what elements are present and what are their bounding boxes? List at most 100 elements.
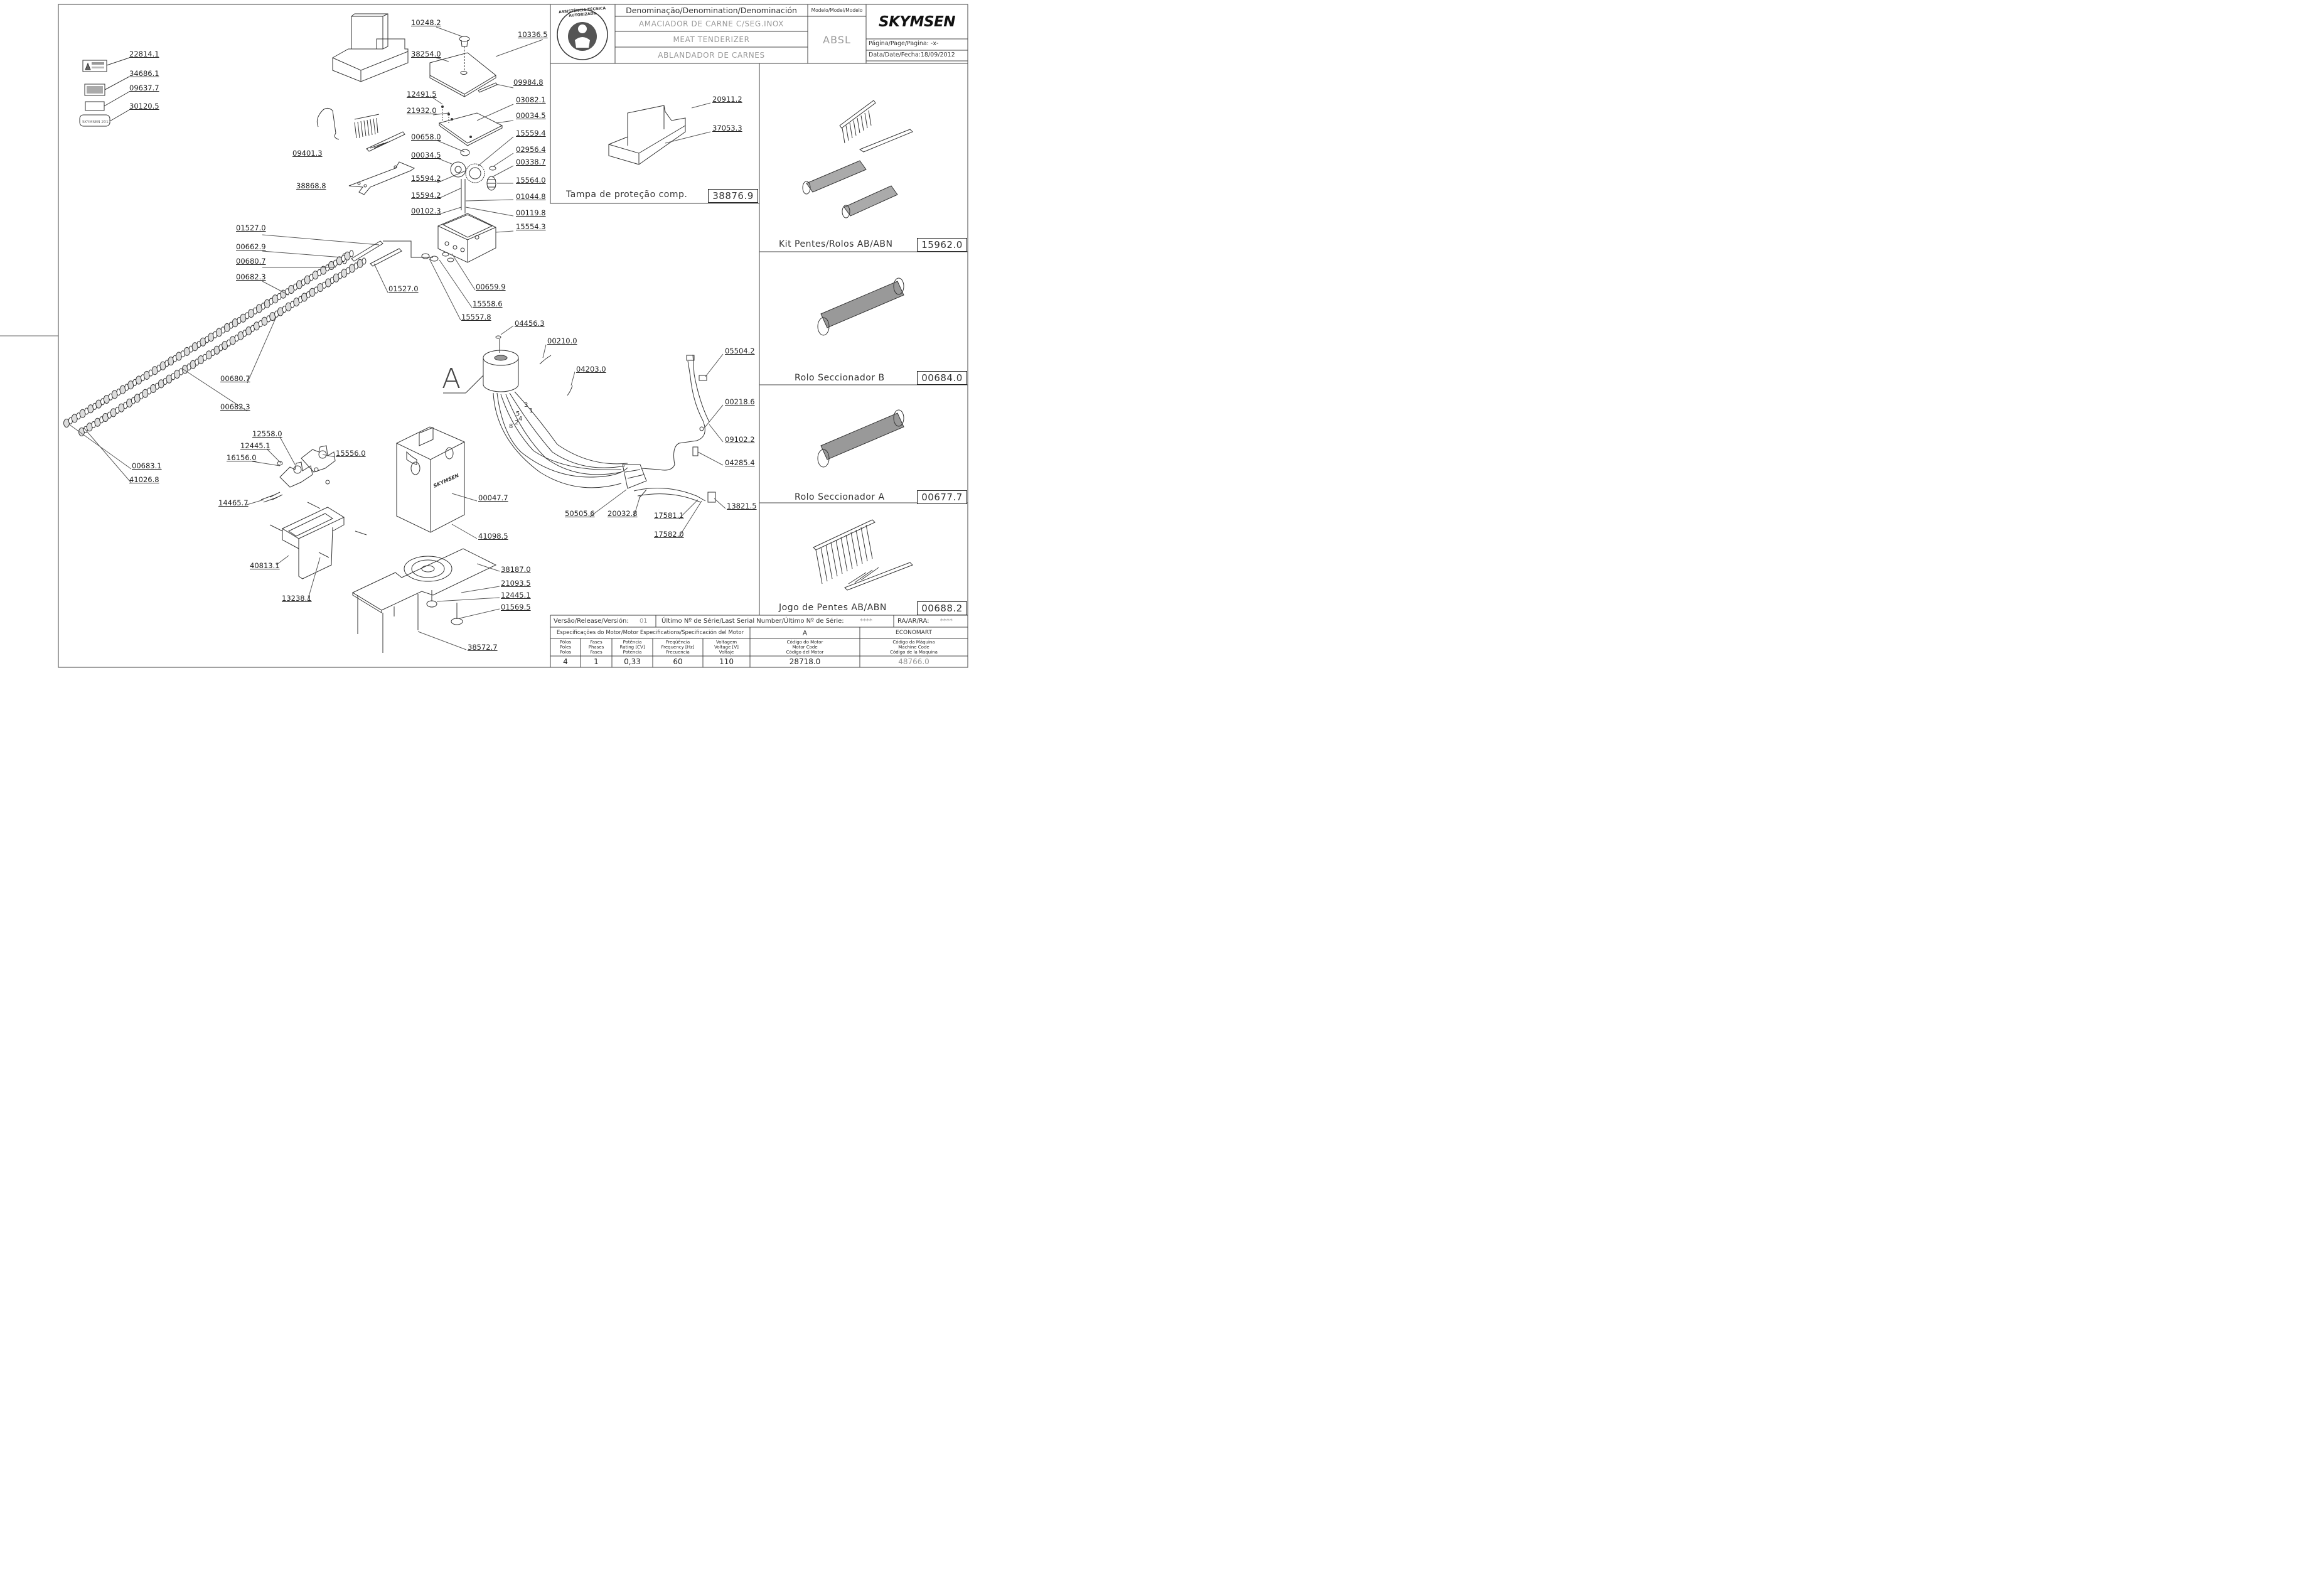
part-label: 01569.5	[501, 603, 531, 611]
part-label: 00102.3	[411, 207, 441, 215]
part-label: 21932.0	[407, 106, 437, 115]
wire-number: 4	[518, 416, 523, 422]
inset-code-roller-a: 00677.7	[917, 490, 967, 504]
bearing-holders	[260, 445, 336, 503]
client-name: ECONOMART	[896, 630, 932, 636]
inset-comb-set	[813, 519, 913, 591]
wire-number: 2	[515, 419, 519, 426]
value-motor-code: 28718.0	[789, 657, 821, 666]
mounting-plate	[438, 105, 503, 146]
motor-reference-marker	[443, 375, 484, 394]
part-label: 00662.9	[236, 242, 266, 251]
part-label: 12558.0	[252, 429, 282, 438]
wire-number: 1	[529, 407, 533, 414]
wire-number: 3	[524, 402, 528, 409]
part-label: 04456.3	[515, 319, 545, 328]
ra-label: RA/AR/RA:	[897, 618, 929, 625]
part-label: 00119.8	[516, 208, 546, 217]
part-label: 01527.0	[388, 284, 419, 293]
part-label: 40813.1	[250, 561, 280, 570]
part-label: 04203.0	[576, 365, 606, 374]
title-block-frame	[550, 4, 968, 64]
svg-text:SKYMSEN: SKYMSEN	[432, 473, 460, 489]
inset-frames	[550, 63, 968, 615]
label-stickers: SKYMSEN 2011	[79, 57, 130, 127]
part-label: 09102.2	[725, 435, 755, 444]
serial-label: Último Nº de Série/Last Serial Number/Úl…	[661, 618, 844, 625]
value-machine-code: 48766.0	[898, 657, 929, 666]
part-label: 37053.3	[712, 124, 742, 132]
motor-wires	[493, 391, 628, 488]
inset-code-cover: 38876.9	[708, 189, 758, 203]
part-label: 00658.0	[411, 132, 441, 141]
gearbox-housing	[437, 213, 496, 263]
part-label: 12445.1	[240, 441, 270, 450]
washer	[349, 250, 354, 257]
top-cover-part	[332, 13, 409, 82]
ra-field: RA/AR/RA: ****	[897, 618, 953, 625]
ra-value: ****	[940, 618, 953, 625]
brand-logo: SKYMSEN	[879, 13, 955, 30]
part-label: 10248.2	[411, 18, 441, 27]
support-bracket	[269, 502, 367, 579]
page-label: Página/Page/Pagina:	[869, 40, 929, 47]
part-label: 13821.5	[727, 502, 757, 510]
part-label: 38254.0	[411, 50, 441, 58]
inset-code-roller-b: 00684.0	[917, 371, 967, 385]
part-label: 20032.8	[608, 509, 638, 518]
part-label: 15559.4	[516, 129, 546, 137]
part-label: 17581.1	[654, 511, 684, 520]
inset-roller-a	[817, 409, 904, 468]
value-rating: 0,33	[624, 657, 641, 666]
footer-table-frame	[550, 615, 968, 667]
part-label: 15558.6	[473, 299, 503, 308]
part-label: 41026.8	[129, 475, 159, 484]
part-label: 01044.8	[516, 192, 546, 201]
value-phases: 1	[594, 657, 599, 666]
inset-caption-roller-b: Rolo Seccionador B	[795, 373, 885, 383]
part-label: 15594.2	[411, 191, 441, 200]
date-value: 18/09/2012	[920, 51, 955, 58]
part-label: 02956.4	[516, 145, 546, 154]
inset-kit	[802, 100, 913, 218]
power-cord	[622, 354, 716, 503]
part-label: 15556.0	[336, 449, 366, 458]
part-label: 38187.0	[501, 565, 531, 574]
roller-shaft-lower	[78, 257, 367, 436]
part-label: 00047.7	[478, 493, 508, 502]
part-label: 00682.3	[220, 402, 250, 411]
page-value: -x-	[930, 40, 939, 47]
inset-caption-comb-set: Jogo de Pentes AB/ABN	[779, 603, 887, 613]
version-field: Versão/Release/Versión: 01	[554, 618, 648, 625]
part-label: 00210.0	[547, 336, 577, 345]
part-label: 00218.6	[725, 397, 755, 406]
part-label: 41098.5	[478, 532, 508, 541]
part-label: 17582.0	[654, 530, 684, 539]
part-label: 09984.8	[513, 78, 544, 87]
leader-lines	[68, 26, 726, 650]
product-name-es: ABLANDADOR DE CARNES	[658, 51, 765, 60]
part-label: 15564.0	[516, 176, 546, 185]
part-label: 50505.6	[565, 509, 595, 518]
version-label: Versão/Release/Versión:	[554, 618, 629, 625]
roller-shaft-upper	[63, 250, 354, 428]
svg-text:SKYMSEN 2011: SKYMSEN 2011	[82, 120, 111, 124]
part-label: 14465.7	[218, 498, 249, 507]
motor	[483, 335, 519, 392]
inset-caption-kit: Kit Pentes/Rolos AB/ABN	[779, 239, 893, 249]
part-label: 16156.0	[227, 453, 257, 462]
part-label: 01527.0	[236, 223, 266, 232]
base-plate	[351, 548, 497, 653]
inset-caption-cover: Tampa de proteção comp.	[566, 190, 688, 200]
part-label: 03082.1	[516, 95, 546, 104]
serial-value: ****	[859, 618, 872, 625]
part-label: 00034.5	[411, 151, 441, 159]
denomination-header: Denominação/Denomination/Denominación	[626, 6, 797, 15]
part-label: 09637.7	[129, 83, 159, 92]
part-label: 38868.8	[296, 181, 326, 190]
